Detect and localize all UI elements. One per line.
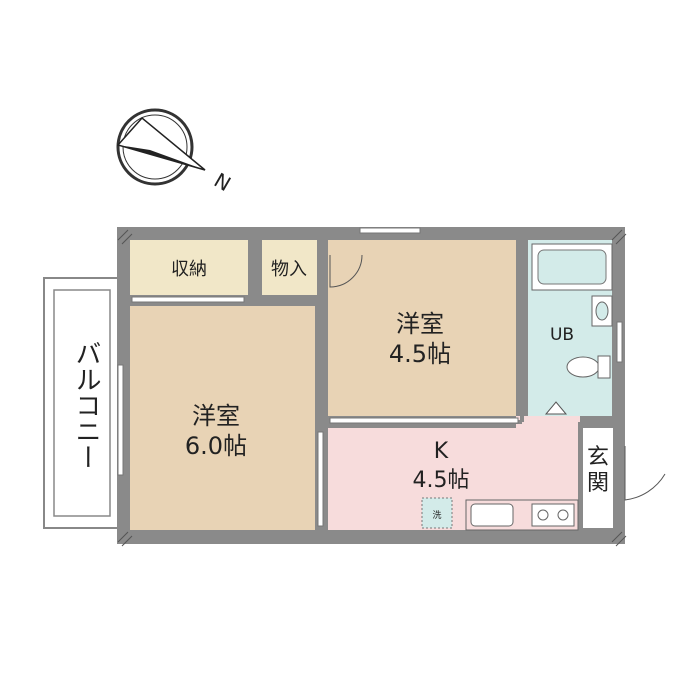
kitchen-sink-icon	[470, 503, 514, 527]
wall-hatches	[117, 229, 627, 547]
western-small-size: 4.5帖	[389, 340, 451, 368]
western-large-size: 6.0帖	[185, 432, 247, 460]
stove-icon	[531, 503, 575, 527]
sink-icon	[591, 295, 613, 327]
storage-label: 収納	[171, 259, 207, 280]
room-storage	[130, 240, 248, 295]
compass-north-label: N	[210, 168, 235, 196]
kitchen-name: K	[434, 439, 449, 464]
compass-needle-dark-icon	[118, 145, 205, 170]
balcony-label: バルコニー	[71, 340, 101, 470]
entrance-label-top: 玄	[587, 445, 609, 470]
western-small-name: 洋室	[396, 310, 444, 338]
room-western-large	[130, 306, 315, 530]
toilet-icon	[566, 355, 611, 379]
room-kitchen-ext	[516, 416, 580, 430]
compass: N	[116, 108, 235, 196]
kitchen-size: 4.5帖	[413, 468, 470, 493]
room-western-small	[328, 240, 516, 416]
western-large-name: 洋室	[192, 402, 240, 430]
washer-label: 洗	[432, 509, 441, 521]
room-entrance	[583, 428, 613, 528]
room-closet	[262, 240, 317, 295]
sliding-doors	[117, 227, 623, 527]
unit-bath-label: UB	[550, 325, 574, 345]
entrance-label-bottom: 関	[587, 471, 609, 496]
washer-space: 洗	[421, 497, 453, 529]
closet-label: 物入	[271, 259, 307, 280]
hinged-doors	[329, 254, 666, 501]
bathtub-icon	[531, 243, 613, 291]
balcony-inner	[53, 289, 111, 517]
